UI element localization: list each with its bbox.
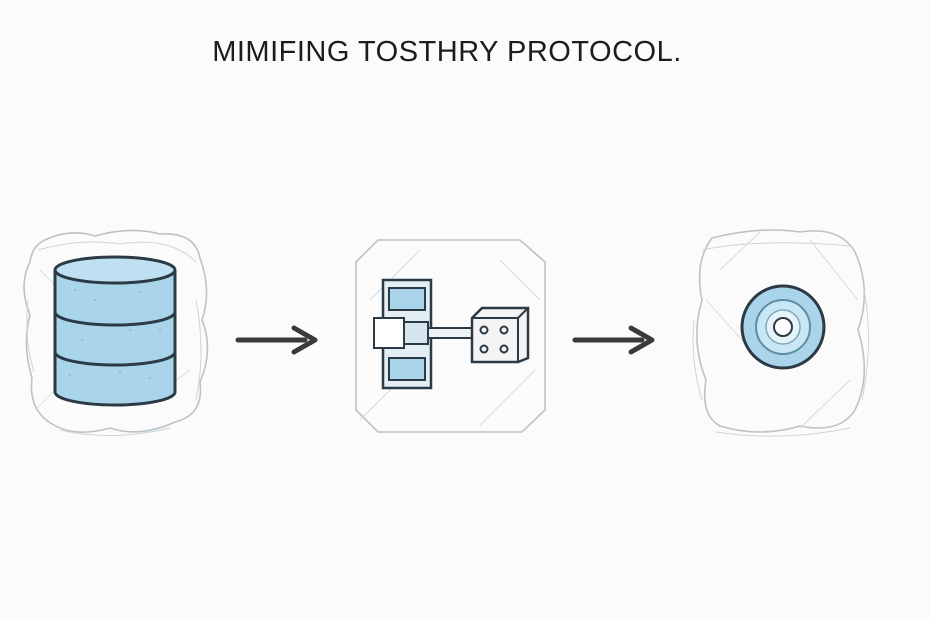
sketch-frame [23, 229, 209, 433]
diagram-title: MIMIFING TOSTHRY PROTOCOL. [212, 36, 682, 68]
database-icon [53, 255, 177, 407]
plug-connector-icon [373, 278, 530, 390]
sketch-frame [696, 229, 866, 433]
stage-connector [355, 239, 546, 433]
stage-source [23, 229, 209, 437]
arrow-right-icon [235, 325, 318, 355]
stage-output [692, 229, 870, 437]
ring-target-icon [740, 284, 826, 370]
octagon-frame [355, 239, 546, 433]
arrow-right-icon [572, 325, 655, 355]
